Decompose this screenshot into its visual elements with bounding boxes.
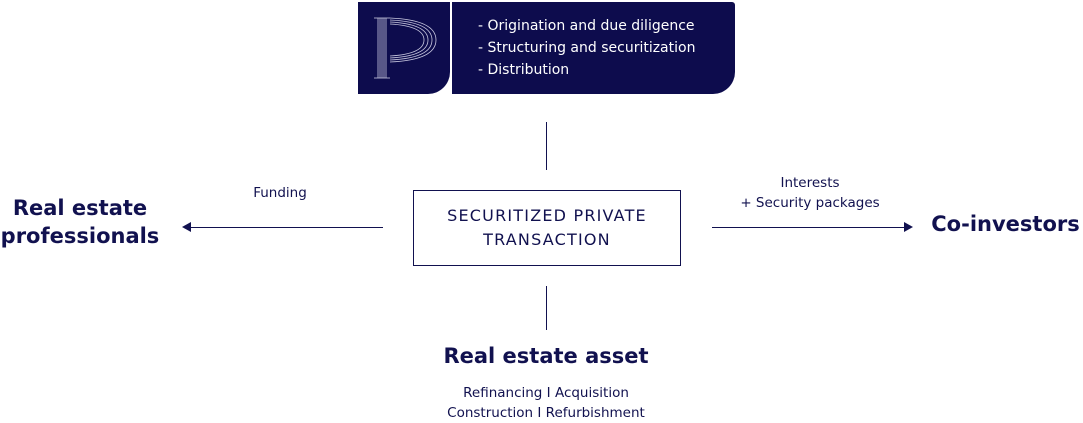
- role-item: - Origination and due diligence: [478, 18, 695, 34]
- title-line: Real estate: [12, 196, 148, 220]
- roles-panel: - Origination and due diligence - Struct…: [452, 2, 735, 94]
- interests-label: Interests + Security packages: [710, 173, 910, 213]
- label-line: Interests: [780, 175, 840, 191]
- asset-line: Refinancing I Acquisition: [463, 385, 629, 401]
- funding-label: Funding: [253, 185, 307, 201]
- co-investors: Co-investors: [931, 212, 1080, 236]
- center-line1: SECURITIZED PRIVATE: [447, 206, 647, 225]
- arrow-left-icon: [182, 222, 191, 232]
- arrow-right-icon: [904, 222, 913, 232]
- title-line: professionals: [0, 224, 160, 248]
- connector-top: [546, 122, 547, 170]
- asset-details: Refinancing I Acquisition Construction I…: [396, 383, 696, 423]
- center-line2: TRANSACTION: [483, 230, 611, 249]
- role-item: - Distribution: [478, 62, 570, 78]
- real-estate-professionals: Real estate professionals: [0, 194, 160, 250]
- logo: [358, 2, 450, 94]
- p-logo-icon: [374, 17, 437, 79]
- label-line: + Security packages: [740, 195, 880, 211]
- connector-bottom: [546, 286, 547, 330]
- interests-arrow: [712, 227, 906, 228]
- asset-line: Construction I Refurbishment: [447, 405, 645, 421]
- real-estate-asset: Real estate asset: [443, 344, 649, 368]
- securitized-transaction-box: SECURITIZED PRIVATE TRANSACTION: [413, 190, 681, 266]
- role-item: - Structuring and securitization: [478, 40, 696, 56]
- funding-arrow: [188, 227, 383, 228]
